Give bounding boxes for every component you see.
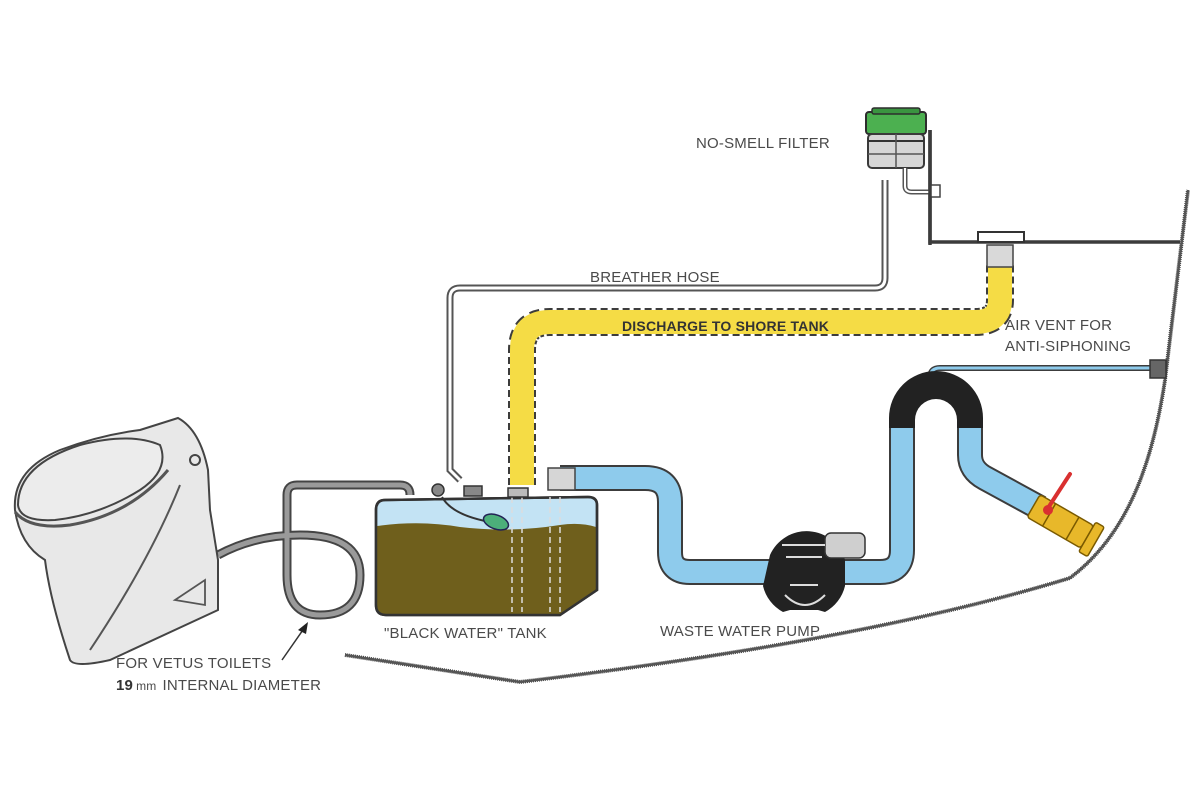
- hose-size-value: 19: [116, 677, 133, 694]
- no-smell-filter: [865, 107, 941, 245]
- deck-line: [928, 130, 1180, 244]
- toilet-label-line1: FOR VETUS TOILETS: [116, 655, 271, 672]
- blue-hose: [547, 425, 1047, 585]
- black-water-tank: [374, 483, 599, 617]
- seacock: [1027, 472, 1105, 557]
- vented-loop: [889, 371, 983, 428]
- waste-water-pump: [763, 531, 866, 612]
- deck-fitting: [977, 231, 1025, 243]
- hose-size-desc: INTERNAL DIAMETER: [163, 677, 322, 694]
- toilet: [13, 416, 219, 665]
- arrow-to-hose: [281, 622, 308, 661]
- pump-label: WASTE WATER PUMP: [660, 623, 820, 640]
- air-vent-label-line1: AIR VENT FOR: [1005, 317, 1112, 334]
- discharge-label: DISCHARGE TO SHORE TANK: [622, 318, 829, 334]
- hose-size-unit: mm: [136, 679, 156, 693]
- tank-label: "BLACK WATER" TANK: [384, 625, 547, 642]
- level-float: [441, 496, 510, 531]
- no-smell-filter-label: NO-SMELL FILTER: [696, 135, 830, 152]
- breather-hose: [446, 180, 889, 483]
- discharge-hose: [508, 244, 1014, 485]
- toilet-inlet-hose: [215, 480, 415, 620]
- breather-hose-label: BREATHER HOSE: [590, 269, 720, 286]
- air-vent-label-line2: ANTI-SIPHONING: [1005, 338, 1131, 355]
